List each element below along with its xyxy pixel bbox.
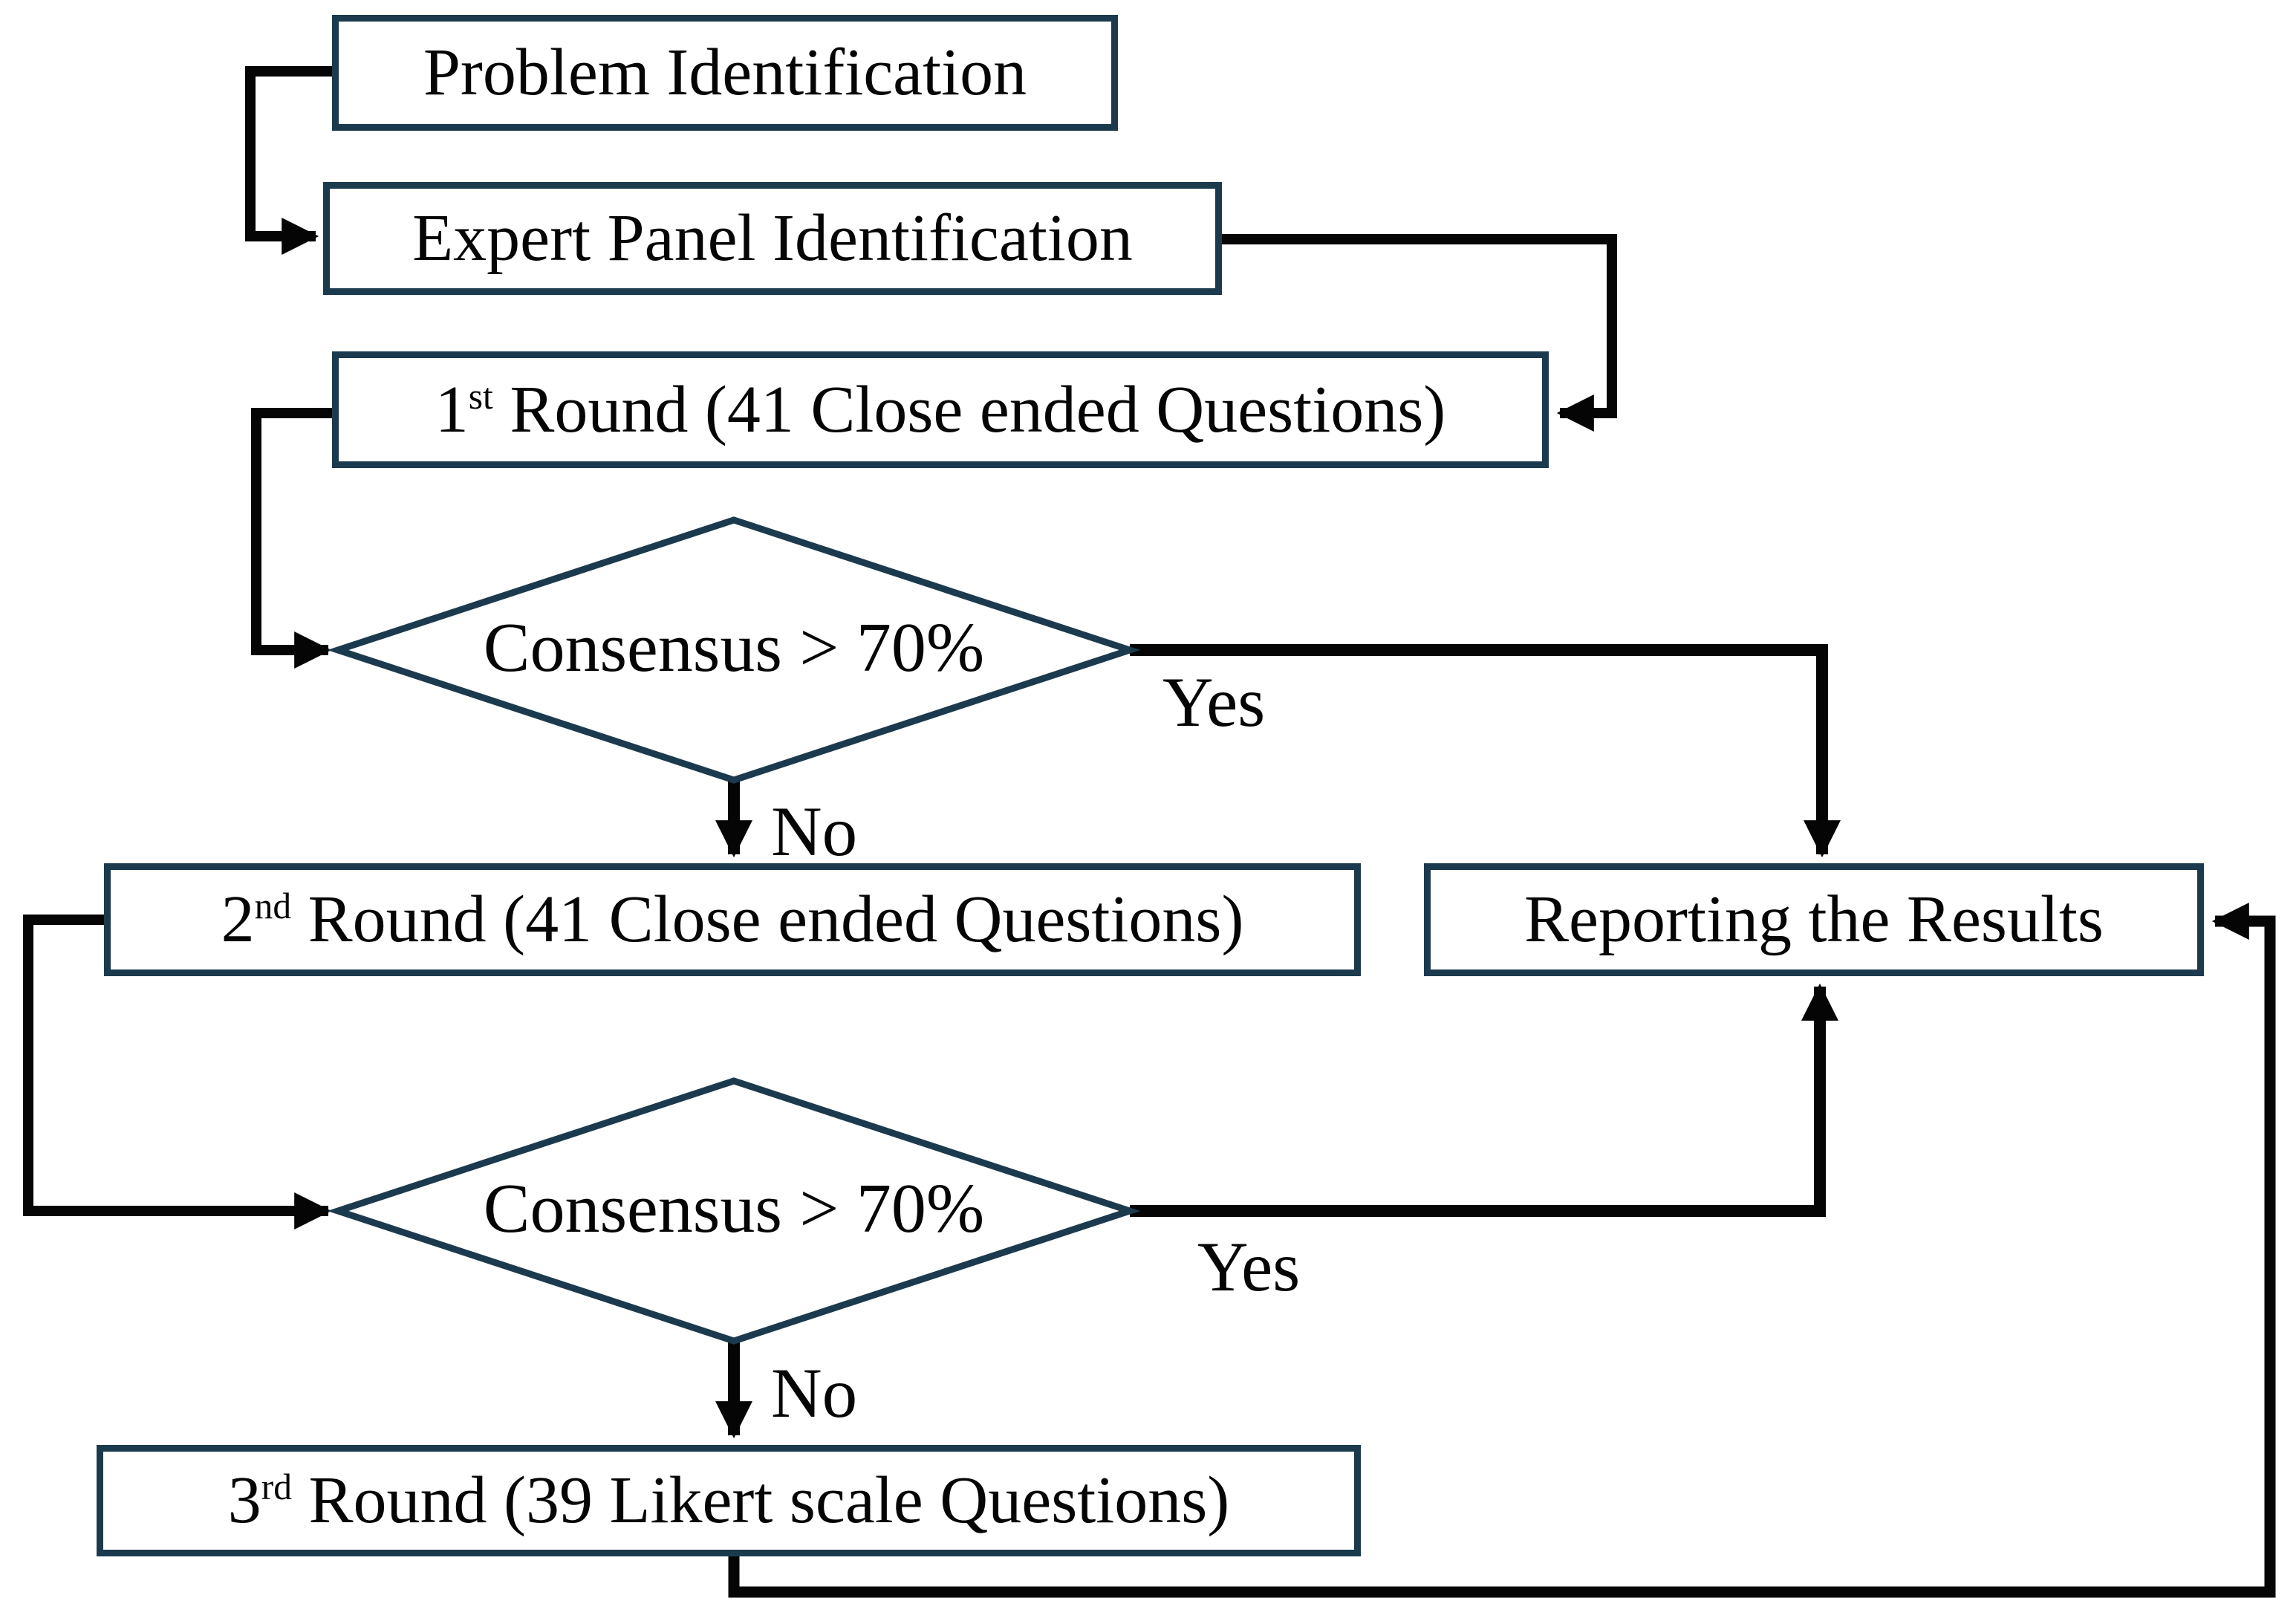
edge-label-yes-1: Yes xyxy=(1162,663,1266,741)
edge-label-no-2: No xyxy=(771,1354,858,1432)
connector-round2-to-decision2 xyxy=(23,915,332,1230)
round-3-description: Round (39 Likert scale Questions) xyxy=(291,1464,1230,1537)
node-problem-identification-label: Problem Identification xyxy=(423,36,1027,109)
node-expert-panel-identification: Expert Panel Identification xyxy=(323,182,1222,295)
node-round-2: 2nd Round (41 Close ended Questions) xyxy=(104,863,1361,976)
decision-diamond-2 xyxy=(327,1077,1141,1345)
decision-1-label: Consensus > 70% xyxy=(483,609,985,686)
connector-expert-to-round1 xyxy=(1222,234,1617,432)
connector-decision1-yes-to-reporting xyxy=(1130,644,1841,858)
node-reporting-results-label: Reporting the Results xyxy=(1524,883,2104,956)
node-expert-panel-identification-label: Expert Panel Identification xyxy=(412,201,1133,275)
edge-label-no-1: No xyxy=(771,792,858,871)
decision-diamond-1 xyxy=(327,516,1141,784)
edge-label-yes-2: Yes xyxy=(1197,1227,1301,1306)
node-reporting-results: Reporting the Results xyxy=(1424,863,2204,976)
round-1-description: Round (41 Close ended Questions) xyxy=(492,372,1446,446)
connector-round3-to-reporting-loop xyxy=(728,903,2276,1598)
connector-problem-to-expert xyxy=(245,66,332,255)
connector-round1-to-decision1 xyxy=(251,408,332,669)
round-2-number: 2 xyxy=(221,883,255,956)
round-1-ordinal-suffix: st xyxy=(468,375,493,417)
round-2-description: Round (41 Close ended Questions) xyxy=(291,883,1244,956)
node-problem-identification: Problem Identification xyxy=(332,15,1118,131)
node-round-3-label: 3rd Round (39 Likert scale Questions) xyxy=(228,1467,1229,1534)
node-round-2-label: 2nd Round (41 Close ended Questions) xyxy=(221,886,1244,953)
node-round-1-label: 1st Round (41 Close ended Questions) xyxy=(435,375,1445,444)
round-2-ordinal-suffix: nd xyxy=(254,886,292,926)
node-round-3: 3rd Round (39 Likert scale Questions) xyxy=(97,1445,1361,1556)
node-round-1: 1st Round (41 Close ended Questions) xyxy=(332,351,1549,468)
connector-decision2-yes-to-reporting xyxy=(1130,983,1838,1217)
decision-2-label: Consensus > 70% xyxy=(483,1170,985,1247)
round-3-ordinal-suffix: rd xyxy=(261,1467,292,1507)
round-3-number: 3 xyxy=(227,1464,261,1537)
round-1-number: 1 xyxy=(435,372,469,446)
